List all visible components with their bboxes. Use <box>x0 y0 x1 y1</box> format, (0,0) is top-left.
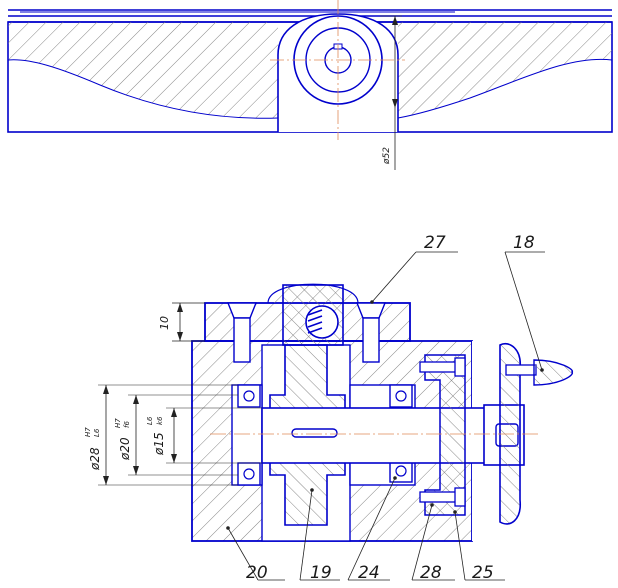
dim-d20-lower: f6 <box>123 421 131 428</box>
dim-d20-upper: H7 <box>114 418 122 428</box>
callout-25: 25 <box>453 510 505 583</box>
callout-28-label: 28 <box>420 563 442 583</box>
top-hatch-left <box>8 22 278 119</box>
callout-27-label: 27 <box>424 233 446 253</box>
dim-d52-label: ø52 <box>382 147 392 165</box>
cap-bolt-top <box>419 357 466 377</box>
callout-19-label: 19 <box>310 563 332 583</box>
dim-d15-label: ø15 <box>152 432 166 456</box>
callout-24-label: 24 <box>358 563 380 583</box>
callout-25-label: 25 <box>472 563 494 583</box>
dim-d52: ø52 <box>380 15 402 170</box>
dim-d28-lower: L6 <box>93 428 101 437</box>
callout-20-label: 20 <box>246 563 268 583</box>
dim-d20-label: ø20 <box>118 437 132 461</box>
callout-19: 19 <box>299 488 340 583</box>
dim-10-label: 10 <box>158 316 171 330</box>
dim-d28: ø28 H7 L6 <box>84 384 238 486</box>
callout-18-label: 18 <box>513 233 535 253</box>
callout-20: 20 <box>226 526 285 583</box>
dim-d20: ø20 H7 f6 <box>114 394 238 476</box>
dim-d28-upper: H7 <box>84 427 92 437</box>
top-hatch-right <box>398 22 612 118</box>
dim-d15-upper: L6 <box>146 416 154 425</box>
right-bolt <box>355 302 387 363</box>
end-cap-25 <box>424 354 466 516</box>
dim-d15: ø15 L6 k6 <box>146 407 262 464</box>
left-bolt <box>226 302 258 363</box>
dim-d15-lower: k6 <box>156 416 164 425</box>
callout-28: 28 <box>411 503 455 583</box>
handle-18 <box>505 359 573 386</box>
callout-27: 27 <box>370 233 458 304</box>
top-view: ø52 <box>7 0 613 170</box>
break-line <box>7 59 279 119</box>
worm-thread <box>305 305 339 339</box>
dim-d28-label: ø28 <box>88 447 102 471</box>
cap-bolt-bottom <box>419 487 466 507</box>
callout-18: 18 <box>504 233 545 372</box>
dim-10: 10 <box>158 302 205 342</box>
section-view: 10 ø28 H7 L6 ø20 H7 f6 <box>84 233 573 583</box>
callout-24: 24 <box>347 476 397 583</box>
shaft-key-slot <box>291 428 338 438</box>
break-line-right <box>397 58 613 119</box>
